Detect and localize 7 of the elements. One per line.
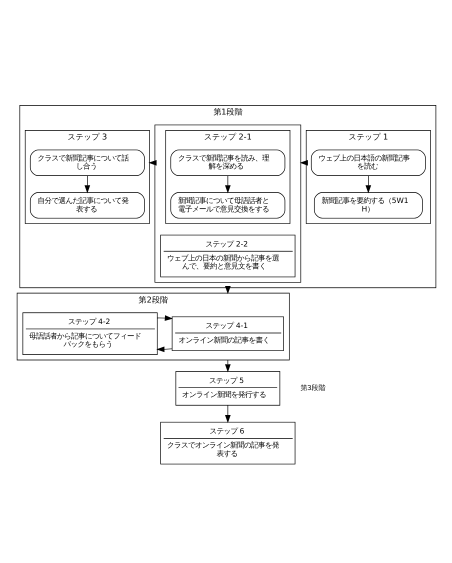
cluster: [154, 124, 301, 282]
arrow: [365, 174, 371, 193]
arrow: [156, 346, 172, 352]
arrow: [224, 404, 230, 423]
arrow: [224, 174, 230, 193]
arrow: [84, 174, 90, 193]
arrow: [156, 314, 172, 320]
